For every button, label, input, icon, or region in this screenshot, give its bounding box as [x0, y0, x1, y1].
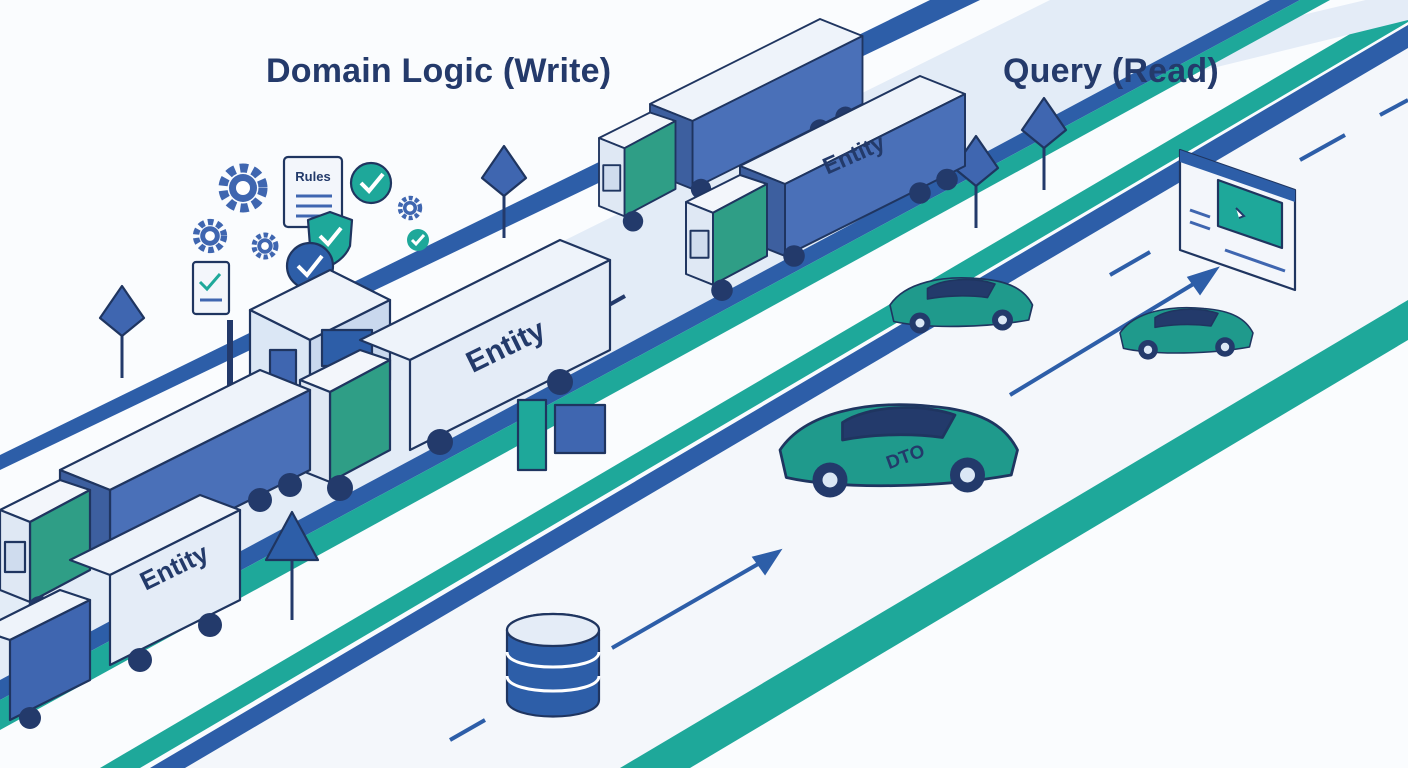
entity-truck: Entity [685, 75, 966, 302]
entity-truck [0, 588, 92, 729]
query-flow-arrows [611, 266, 1220, 650]
gas-pump [516, 398, 607, 472]
gear-icon [400, 198, 420, 218]
entity-truck: Entity [68, 493, 242, 672]
gear-icon [254, 235, 276, 257]
read-highway [100, 0, 1408, 768]
dto-car [889, 277, 1034, 335]
gear-icon [196, 222, 224, 250]
write-side-title: Domain Logic (Write) [266, 52, 612, 90]
read-side-title: Query (Read) [1003, 52, 1219, 90]
gear-icon [223, 168, 263, 208]
clipboard-check-icon [191, 260, 231, 316]
checkmark-badge-icon [407, 229, 429, 251]
rules-document: Rules [282, 155, 344, 229]
cursor-icon [1235, 207, 1246, 219]
rules-label: Rules [295, 169, 330, 184]
entity-truck: Entity [298, 238, 612, 501]
browser-window-icon [1178, 148, 1297, 292]
dto-car: DTO [778, 403, 1019, 499]
database-icon [505, 612, 601, 718]
checkmark-badge-icon [349, 161, 393, 205]
warning-sign-icon [264, 510, 320, 620]
warning-sign-icon [98, 284, 146, 380]
domain-logic-cluster: Rules [191, 155, 607, 472]
